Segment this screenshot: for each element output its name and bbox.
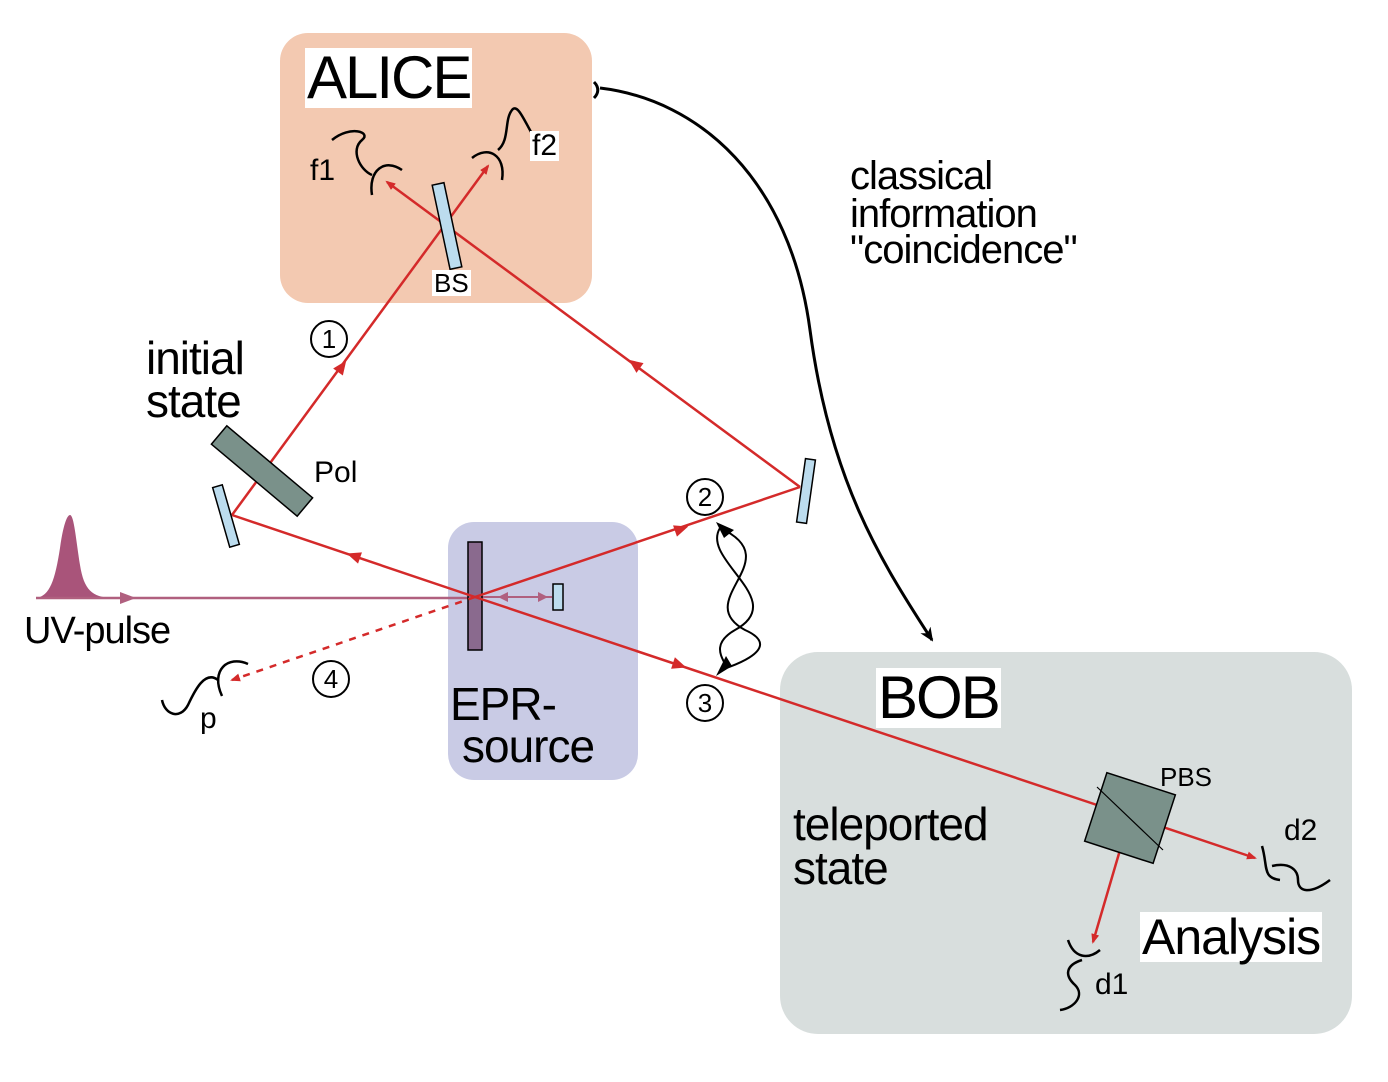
d1-detector-icon xyxy=(1066,939,1101,958)
p-label: p xyxy=(200,702,217,735)
right-mirror xyxy=(795,457,817,525)
epr-box xyxy=(448,522,638,780)
f2-label: f2 xyxy=(530,129,560,162)
classical-channel-tail xyxy=(592,80,600,100)
initial-state-label-1: initial xyxy=(146,332,245,384)
teleported-state-label-1: teleported xyxy=(793,798,989,850)
beam-2 xyxy=(474,485,801,599)
classical-label-2: information xyxy=(850,192,1038,236)
f1-detector-icon xyxy=(370,164,403,196)
p-fiber xyxy=(160,676,219,716)
beam-4 xyxy=(230,595,476,682)
classical-channel xyxy=(599,86,934,642)
f1-fiber xyxy=(331,130,373,177)
pbs-diagonal xyxy=(1096,786,1164,851)
uv-pulse-shape xyxy=(36,515,112,598)
uv-beam-reflect-arrowhead xyxy=(498,592,508,602)
bob-label: BOB xyxy=(876,664,1001,731)
d2-label: d2 xyxy=(1284,814,1318,847)
beam-3 xyxy=(474,595,1131,818)
analysis-label: Analysis xyxy=(1140,909,1323,965)
d1-label: d1 xyxy=(1095,968,1129,1001)
beam-1a-arrowhead xyxy=(346,552,362,564)
pol-label: Pol xyxy=(314,456,358,489)
initial-state-label-2: state xyxy=(146,375,242,427)
beam-splitter xyxy=(431,181,463,271)
photon-3-marker: 3 xyxy=(686,684,724,722)
beam-3-arrowhead xyxy=(671,657,687,669)
f1-label: f1 xyxy=(310,154,336,187)
bs-label: BS xyxy=(432,268,471,298)
f2-detector-icon xyxy=(471,151,504,181)
pbs-label: PBS xyxy=(1160,762,1213,792)
beam-2b-arrowhead xyxy=(628,359,644,373)
left-mirror xyxy=(211,483,241,549)
uv-beam-arrow xyxy=(120,592,136,604)
uv-beam-reflect-arrowhead-2 xyxy=(538,592,548,602)
entanglement-arrow-bottom xyxy=(716,656,732,676)
entanglement-wave-2 xyxy=(716,527,754,671)
uv-mirror xyxy=(552,583,564,611)
photon-2-marker: 2 xyxy=(686,478,724,516)
polarizer xyxy=(210,424,314,518)
beam-1b-arrowhead xyxy=(333,360,347,376)
classical-label-1: classical xyxy=(850,154,993,198)
alice-label: ALICE xyxy=(305,44,472,111)
epr-source-label-1: EPR- xyxy=(450,678,557,730)
classical-label-3: "coincidence" xyxy=(850,228,1078,272)
epr-source-label-2: source xyxy=(462,720,595,772)
teleported-state-label-2: state xyxy=(793,842,889,894)
beam-2-arrowhead xyxy=(673,525,689,537)
d2-detector-icon xyxy=(1260,845,1281,882)
photon-4-marker: 4 xyxy=(312,660,350,698)
p-detector-icon xyxy=(216,660,249,697)
uv-pulse-label: UV-pulse xyxy=(24,610,171,652)
entanglement-arrow-top xyxy=(716,522,734,538)
beam-2b xyxy=(385,180,801,489)
entanglement-wave-1 xyxy=(719,527,762,671)
photon-1-marker: 1 xyxy=(310,320,348,358)
d2-fiber xyxy=(1271,863,1331,892)
d1-fiber xyxy=(1059,958,1083,1012)
